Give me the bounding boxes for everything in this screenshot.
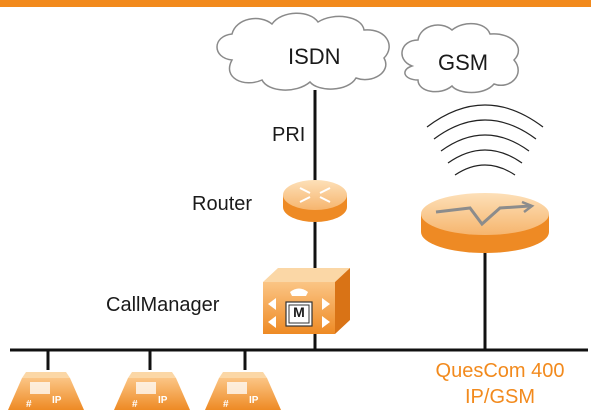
router-label: Router [192, 193, 253, 215]
ip-phone-3-badge: IP [249, 395, 259, 406]
header-bar [0, 0, 591, 7]
ip-phone-3-icon: # [205, 372, 281, 410]
isdn-label: ISDN [288, 44, 341, 69]
ip-phone-2-badge: IP [158, 395, 168, 406]
gsm-cloud-icon [401, 22, 520, 94]
svg-text:#: # [26, 399, 32, 410]
callmanager-label: CallManager [106, 294, 220, 316]
ip-phone-1-badge: IP [52, 395, 62, 406]
quescom-label-line2: IP/GSM [464, 386, 535, 408]
callmanager-icon [263, 268, 350, 334]
ip-phone-2-icon: # [114, 372, 190, 410]
quescom-gateway-icon [421, 193, 549, 253]
gsm-label: GSM [438, 50, 489, 75]
svg-text:#: # [132, 399, 138, 410]
callmanager-badge: M [293, 304, 305, 320]
radio-waves-icon [426, 104, 544, 176]
quescom-label-line1: QuesCom 400 [435, 360, 565, 382]
svg-text:#: # [223, 399, 229, 410]
isdn-cloud-icon [216, 12, 390, 91]
pri-label: PRI [272, 124, 306, 146]
ip-phone-1-icon: # [8, 372, 84, 410]
router-icon [283, 180, 347, 222]
